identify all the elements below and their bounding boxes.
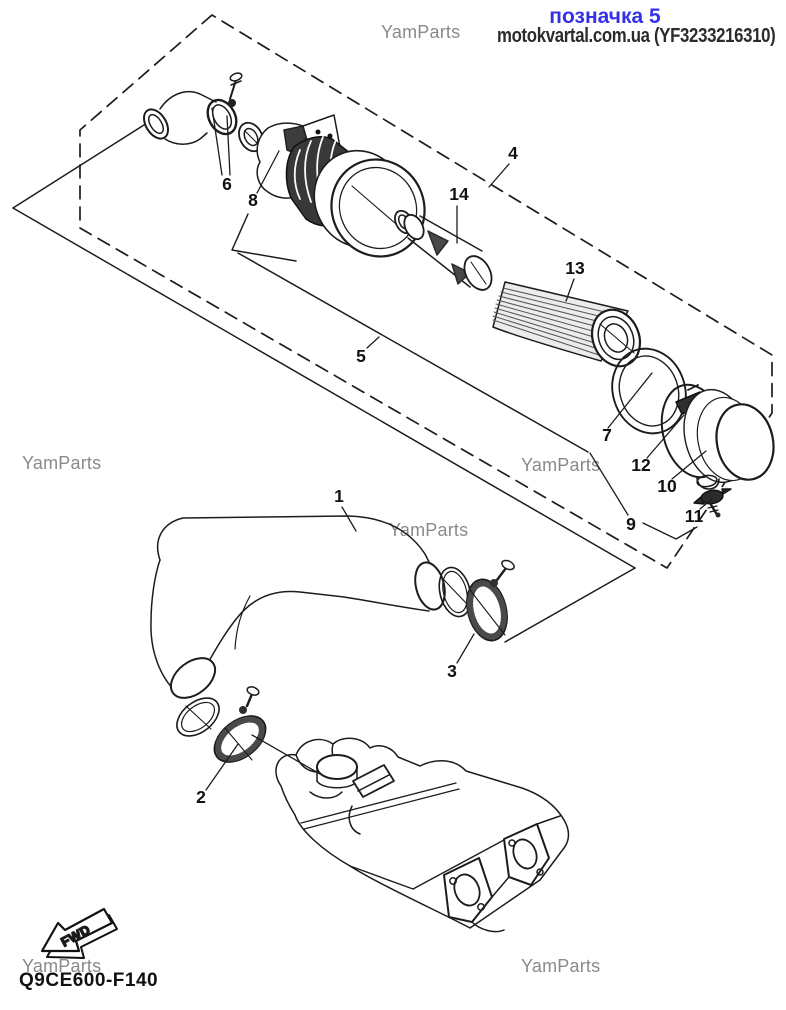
page-subtitle: motokvartal.com.ua (YF3233216310) — [497, 25, 776, 47]
part-label-7: 7 — [602, 425, 612, 445]
fwd-arrow: FWD — [40, 907, 118, 959]
part-label-12: 12 — [631, 455, 651, 475]
page-title: позначка 5 — [549, 5, 661, 28]
fiche-code: Q9CE600-F140 — [19, 970, 159, 991]
part-label-5: 5 — [356, 346, 366, 366]
dashed-boundary-box — [79, 14, 773, 569]
watermark-mid-right: YamParts — [521, 455, 601, 475]
part-label-6: 6 — [222, 174, 232, 194]
part-label-13: 13 — [565, 258, 585, 278]
part-label-1: 1 — [334, 486, 344, 506]
engine-manifold-drawing — [275, 737, 570, 933]
part-label-14: 14 — [449, 184, 469, 204]
watermark-bottom-right: YamParts — [521, 956, 601, 976]
leader-lines — [205, 107, 713, 791]
watermark-bottom-left: YamParts — [22, 956, 102, 976]
part-label-9: 9 — [626, 514, 636, 534]
part-label-10: 10 — [657, 476, 677, 496]
air-cleaner-case-drawing — [256, 114, 426, 258]
part-label-3: 3 — [447, 661, 457, 681]
air-filter-element-drawing — [492, 281, 642, 368]
watermark-top: YamParts — [381, 22, 461, 42]
intake-pipe-drawing — [150, 515, 515, 763]
part-number-labels: 1 2 3 4 5 6 7 8 9 10 11 12 13 14 — [196, 143, 703, 807]
solid-boundary-lines — [12, 117, 636, 643]
air-cleaner-cap-drawing — [660, 383, 775, 518]
joint-duct-drawing — [394, 209, 493, 291]
watermark-mid-left: YamParts — [22, 453, 102, 473]
hose-joint-clamp-drawing — [206, 72, 243, 136]
part-label-4: 4 — [508, 143, 518, 163]
part-label-2: 2 — [196, 787, 206, 807]
part-label-11: 11 — [685, 506, 704, 526]
elbow-hose-drawing — [143, 90, 217, 145]
part-label-8: 8 — [248, 190, 258, 210]
